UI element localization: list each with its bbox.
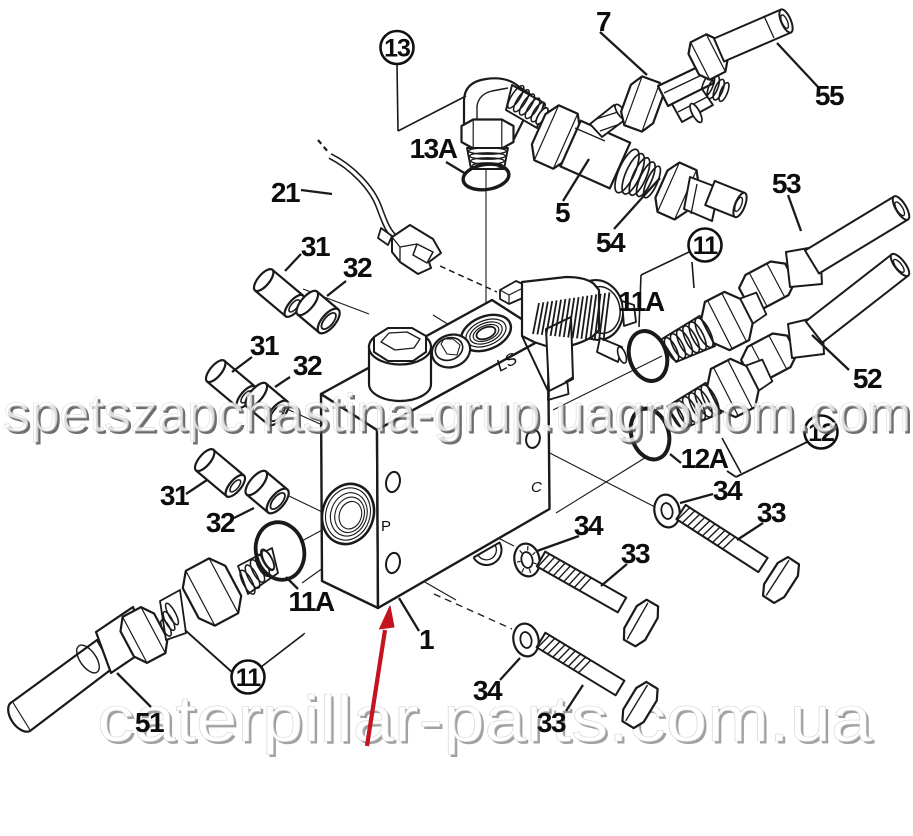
svg-text:31: 31 — [301, 231, 330, 262]
svg-text:33: 33 — [757, 497, 786, 528]
svg-text:33: 33 — [537, 707, 566, 738]
svg-text:31: 31 — [250, 330, 279, 361]
svg-text:31: 31 — [160, 480, 189, 511]
svg-text:7: 7 — [596, 6, 611, 37]
svg-text:21: 21 — [271, 177, 300, 208]
svg-text:32: 32 — [206, 507, 235, 538]
svg-text:34: 34 — [473, 675, 503, 706]
svg-text:13: 13 — [384, 35, 410, 63]
svg-text:P: P — [381, 518, 391, 535]
svg-text:34: 34 — [574, 510, 604, 541]
svg-text:5: 5 — [555, 197, 570, 228]
svg-text:32: 32 — [293, 350, 322, 381]
svg-text:34: 34 — [713, 475, 743, 506]
svg-text:11A: 11A — [288, 586, 335, 617]
svg-text:11A: 11A — [618, 286, 665, 317]
svg-text:32: 32 — [343, 252, 372, 283]
svg-text:11: 11 — [693, 232, 719, 260]
svg-text:33: 33 — [621, 538, 650, 569]
svg-text:55: 55 — [815, 80, 844, 111]
svg-text:54: 54 — [596, 227, 626, 258]
svg-text:1: 1 — [419, 624, 434, 655]
svg-text:13A: 13A — [410, 133, 458, 164]
svg-text:C: C — [531, 479, 542, 496]
svg-text:12A: 12A — [681, 443, 729, 474]
svg-text:51: 51 — [135, 707, 164, 738]
svg-text:11: 11 — [236, 664, 262, 692]
svg-text:spetszapchastina-grup.uagronom: spetszapchastina-grup.uagronom.com — [3, 384, 911, 443]
svg-text:53: 53 — [772, 168, 801, 199]
